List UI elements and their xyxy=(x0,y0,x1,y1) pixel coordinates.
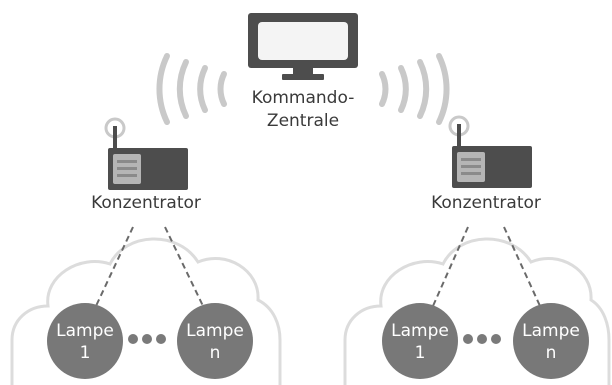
lamp-circle xyxy=(382,303,458,379)
lamp-circle xyxy=(513,303,589,379)
lamp-label-line1: Lampe xyxy=(56,321,114,341)
lamp-label-line2: 1 xyxy=(415,343,426,363)
lamp-circle xyxy=(177,303,253,379)
lamp-label-line1: Lampe xyxy=(186,321,244,341)
link-line xyxy=(164,226,204,307)
ellipsis-dots xyxy=(128,334,166,344)
cloud-shape-right xyxy=(343,237,611,385)
router-icon xyxy=(448,115,532,188)
ellipsis-dots xyxy=(463,334,501,344)
lamp-label-line2: n xyxy=(546,343,557,363)
central-label-line2: Zentrale xyxy=(267,111,339,131)
concentrator-label-right: Konzentrator xyxy=(431,193,541,213)
link-line xyxy=(95,226,134,307)
link-line xyxy=(503,226,541,307)
router-icon xyxy=(104,117,188,190)
central-label-line1: Kommando- xyxy=(252,88,355,108)
lamp-circle xyxy=(47,303,123,379)
cloud-shape-left xyxy=(10,237,282,385)
lamp-label-line2: n xyxy=(210,343,221,363)
wireless-signal-left-icon xyxy=(156,53,227,125)
lamp-label-line1: Lampe xyxy=(391,321,449,341)
concentrator-label-left: Konzentrator xyxy=(91,193,201,213)
monitor-icon xyxy=(248,13,358,80)
lamp-label-line1: Lampe xyxy=(522,321,580,341)
lamp-label-line2: 1 xyxy=(80,343,91,363)
wireless-signal-right-icon xyxy=(379,53,450,125)
link-line xyxy=(432,226,469,307)
